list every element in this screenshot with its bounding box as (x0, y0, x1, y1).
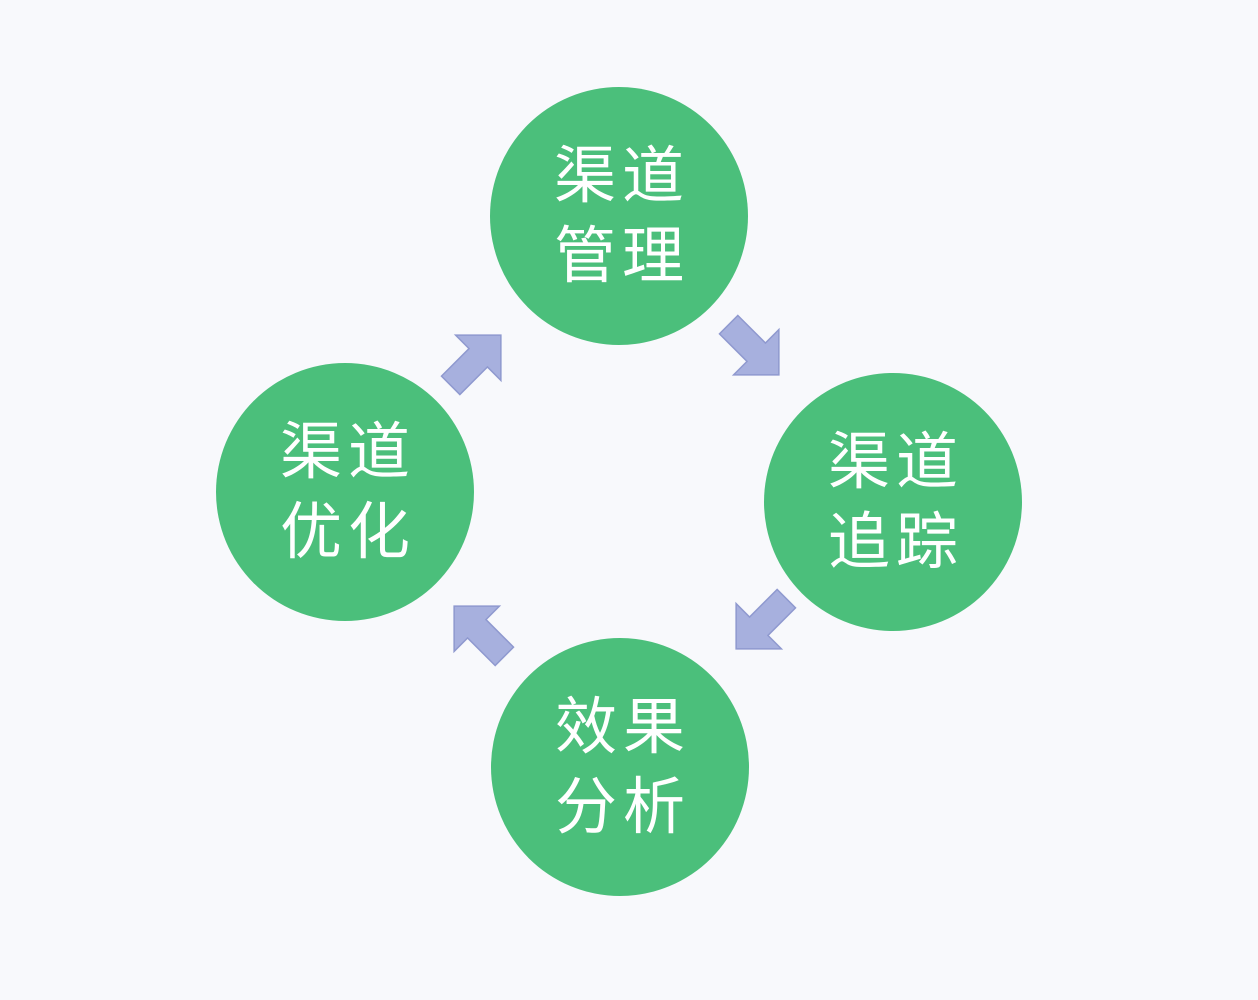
arrow-down-right-icon (705, 301, 803, 399)
arrow-up-left-icon (430, 582, 528, 680)
node-label-line-2: 分析 (554, 770, 691, 843)
node-channel-tracking: 渠道 追踪 (764, 373, 1022, 631)
node-label-line-1: 渠道 (827, 425, 964, 498)
node-label-line-1: 效果 (554, 690, 691, 763)
arrow-down-left-icon (712, 575, 810, 673)
node-effect-analysis: 效果 分析 (491, 638, 749, 896)
node-label-line-2: 优化 (279, 495, 416, 568)
node-channel-optimization: 渠道 优化 (216, 363, 474, 621)
node-label-line-2: 管理 (553, 219, 690, 292)
node-label-line-1: 渠道 (279, 415, 416, 488)
arrow-up-right-icon (427, 311, 525, 409)
node-label-line-1: 渠道 (553, 139, 690, 212)
node-label-line-2: 追踪 (827, 505, 964, 578)
node-channel-management: 渠道 管理 (490, 87, 748, 345)
